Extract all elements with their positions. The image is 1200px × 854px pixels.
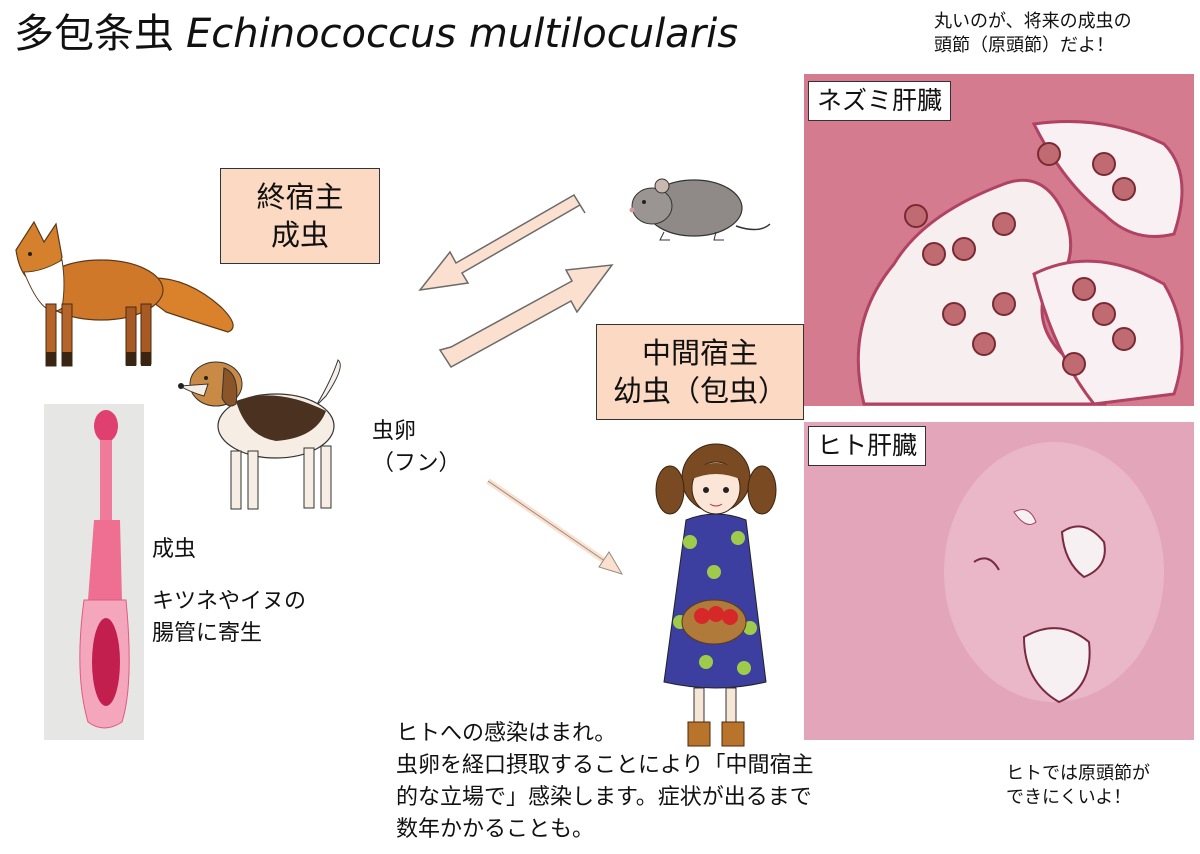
mouse-liver-caption-line1: 丸いのが、将来の成虫の [934,11,1132,32]
definitive-host-stage: 成虫 [270,218,329,252]
intermediate-host-title: 中間宿主 [641,336,758,370]
title-latin: Echinococcus multilocularis [186,11,739,57]
adult-note-line2: 腸管に寄生 [152,621,263,646]
page-title: 多包条虫 Echinococcus multilocularis [14,6,738,62]
mouse-liver-micrograph [804,74,1194,406]
human-liver-caption-line2: できにくいよ！ [1006,787,1132,808]
mouse-liver-caption: 丸いのが、将来の成虫の 頭節（原頭節）だよ！ [934,10,1132,58]
fox-icon [15,220,234,367]
mouse-liver-label: ネズミ肝臓 [808,81,952,121]
human-liver-label: ヒト肝臓 [808,426,927,466]
tapeworm-icon [79,410,130,729]
egg-note: 虫卵 （フン） [372,416,460,480]
adult-note-label: 成虫 [152,537,197,562]
egg-note-line2: （フン） [372,451,461,476]
infection-note-line4: 数年かかることも。 [396,817,595,842]
infection-note-line3: 的な立場で」感染します。症状が出るまで [396,785,812,810]
infection-note-line1: ヒトへの感染はまれ。 [396,721,617,746]
girl-icon [655,443,777,747]
tapeworm-photo [44,404,144,740]
human-liver-panel [804,422,1194,740]
human-liver-caption-line1: ヒトでは原頭節が [1006,763,1150,784]
infection-note: ヒトへの感染はまれ。 虫卵を経口摂取することにより「中間宿主 的な立場で」感染し… [396,718,814,846]
infection-note-line2: 虫卵を経口摂取することにより「中間宿主 [396,753,814,778]
egg-note-line1: 虫卵 [372,419,417,444]
arrow-to-definitive-host [418,193,586,292]
arrow-to-intermediate-host [438,264,614,368]
adult-note: キツネやイヌの 腸管に寄生 [152,586,306,650]
intermediate-host-stage: 幼虫（包虫） [612,374,787,408]
definitive-host-title: 終宿主 [256,180,344,214]
adult-note-line1: キツネやイヌの [152,589,307,614]
dog-icon [178,359,341,510]
human-liver-caption: ヒトでは原頭節が できにくいよ！ [1006,762,1150,810]
human-liver-micrograph [804,422,1194,740]
mouse-liver-panel [804,74,1194,406]
intermediate-host-box: 中間宿主 幼虫（包虫） [596,324,804,420]
mouse-icon [629,178,771,241]
definitive-host-box: 終宿主 成虫 [220,168,380,264]
title-japanese: 多包条虫 [14,11,174,57]
mouse-liver-caption-line2: 頭節（原頭節）だよ！ [934,35,1114,56]
